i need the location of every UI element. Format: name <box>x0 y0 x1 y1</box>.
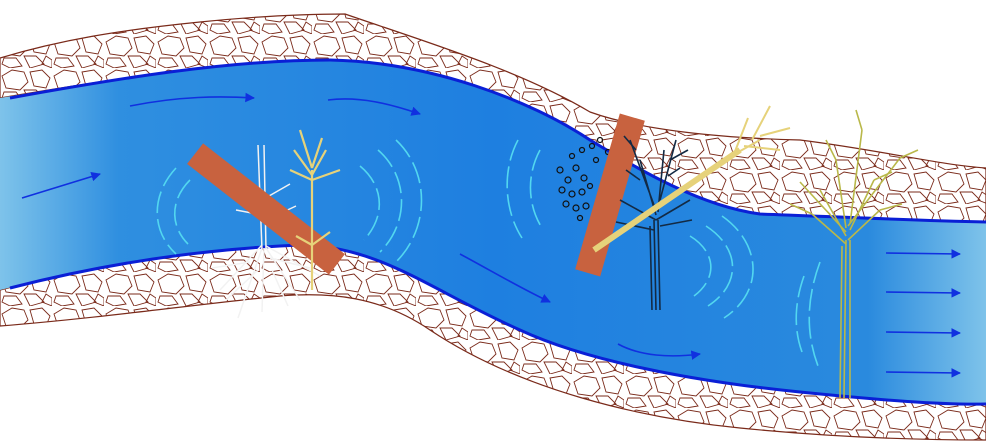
flow-arrow-icon <box>886 292 960 293</box>
flow-arrow-icon <box>886 253 960 254</box>
flow-arrow-icon <box>886 372 960 373</box>
flow-arrow-icon <box>886 332 960 333</box>
